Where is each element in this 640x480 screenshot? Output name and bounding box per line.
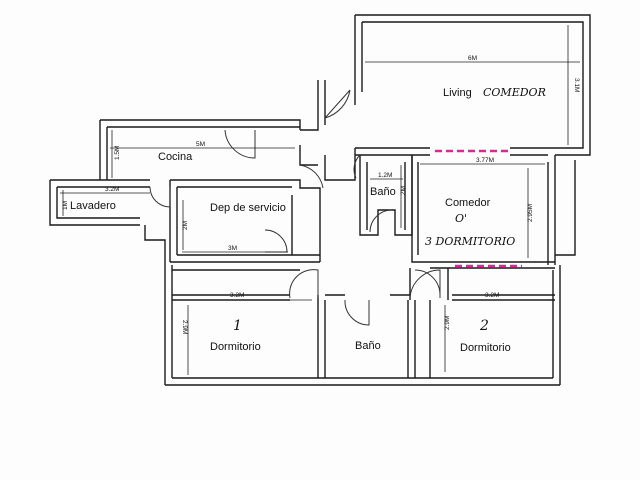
label-dep-servicio: Dep de servicio — [210, 202, 286, 214]
door-hall — [299, 164, 324, 189]
label-comedor: Comedor — [445, 197, 491, 209]
dim-comedor-height: 2.95M — [527, 204, 534, 222]
door-dorm1 — [289, 269, 319, 299]
dim-dep-height: 2M — [182, 221, 189, 230]
doors — [149, 89, 441, 326]
label-cocina: Cocina — [158, 151, 193, 163]
dim-dep-width: 3M — [228, 245, 237, 252]
label-dorm1: Dormitorio — [210, 341, 261, 353]
door-banio-main — [344, 299, 370, 326]
label-dorm2: Dormitorio — [460, 342, 511, 354]
label-living: Living — [443, 87, 472, 99]
dimension-lines — [60, 25, 580, 375]
dim-dorm1-width: 3.2M — [230, 292, 244, 299]
dim-banio-small-height: 2M — [400, 186, 407, 195]
dim-cocina-width: 5M — [196, 141, 205, 148]
dim-living-width: 6M — [468, 55, 477, 62]
label-living-note: COMEDOR — [483, 86, 546, 99]
interior-walls — [169, 80, 555, 378]
dim-lavadero-width: 3.2M — [105, 186, 119, 193]
door-comedor — [353, 154, 361, 179]
label-dorm2-num: 2 — [479, 318, 489, 334]
label-banio-small: Baño — [370, 186, 396, 198]
door-hall-2 — [414, 269, 441, 296]
door-living — [324, 89, 351, 119]
door-dep — [264, 229, 288, 253]
dim-living-height: 3.1M — [573, 78, 580, 92]
dim-banio-small-width: 1.2M — [378, 172, 392, 179]
label-banio-main: Baño — [355, 340, 381, 352]
dim-cocina-height: 1.5M — [114, 146, 121, 160]
door-dorm2 — [409, 269, 441, 299]
dim-dorm2-height: 2.9M — [444, 316, 451, 330]
door-lavadero — [149, 186, 171, 208]
door-cocina — [224, 129, 256, 159]
label-comedor-o: O' — [455, 212, 467, 225]
label-comedor-dorm: 3 DORMITORIO — [425, 235, 515, 248]
door-banio-small — [369, 209, 393, 233]
label-dorm1-num: 1 — [233, 318, 242, 334]
exterior-walls — [49, 14, 591, 386]
dim-lavadero-height: 1M — [62, 201, 69, 210]
dim-dorm2-width: 3.2M — [485, 292, 499, 299]
dim-comedor-width: 3.77M — [476, 157, 494, 164]
label-lavadero: Lavadero — [70, 200, 116, 212]
dim-dorm1-height: 2.9M — [181, 320, 188, 334]
